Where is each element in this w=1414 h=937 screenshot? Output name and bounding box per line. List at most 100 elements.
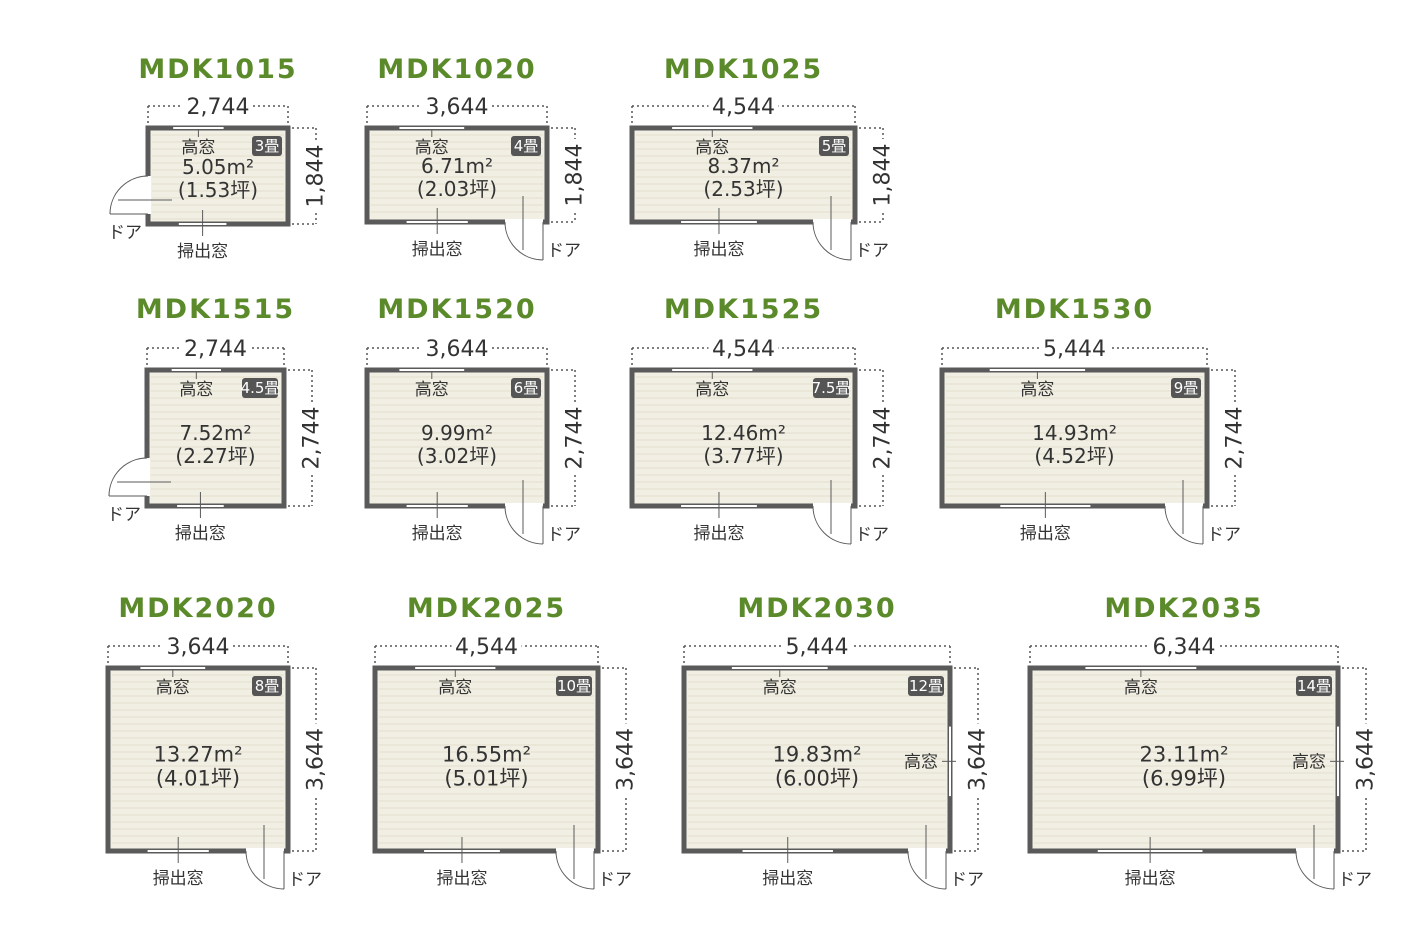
tatami-badge	[511, 378, 541, 398]
depth-dimension-label: 2,744	[563, 407, 588, 470]
sweep-window-label: 掃出窓	[436, 869, 487, 889]
sweep-window-label: 掃出窓	[693, 524, 744, 544]
tatami-badge	[556, 676, 592, 696]
side-window-label: 高窓	[1292, 752, 1326, 772]
depth-label-bg	[871, 139, 895, 211]
side-window-label: 高窓	[904, 752, 938, 772]
sweep-window-label: 掃出窓	[412, 524, 463, 544]
depth-dimension-label: 1,844	[304, 145, 329, 208]
tatami-badge	[813, 378, 849, 398]
area-m2: 9.99m²	[421, 421, 493, 445]
area-m2: 6.71m²	[421, 154, 493, 178]
model-title: MDK2035	[1104, 593, 1264, 624]
high-window-label: 高窓	[438, 678, 472, 698]
model-title: MDK1020	[377, 54, 537, 85]
depth-dimension-label: 1,844	[871, 144, 896, 207]
area-tsubo: (3.77坪)	[703, 444, 783, 468]
width-label-bg	[183, 94, 253, 118]
width-label-bg	[1039, 336, 1110, 360]
width-dimension-label: 3,644	[426, 95, 489, 120]
floor	[632, 128, 855, 222]
high-window-label: 高窓	[695, 138, 729, 158]
width-dimension-label: 4,544	[712, 337, 775, 362]
tatami-label: 5畳	[822, 137, 847, 155]
width-dimension-label: 5,444	[1043, 337, 1106, 362]
high-window-label: 高窓	[179, 380, 213, 400]
tatami-label: 4畳	[514, 137, 539, 155]
high-window-label: 高窓	[695, 380, 729, 400]
width-dimension-label: 4,544	[455, 635, 518, 660]
door-swing	[504, 221, 544, 261]
width-label-bg	[708, 336, 779, 360]
door-swing	[1295, 850, 1335, 890]
tatami-badge	[511, 136, 541, 156]
door-label: ドア	[855, 525, 889, 545]
area-tsubo: (4.52坪)	[1034, 444, 1114, 468]
depth-dimension-label: 1,844	[563, 144, 588, 207]
model-title: MDK1525	[663, 294, 824, 325]
door-swing	[1164, 505, 1204, 545]
depth-dimension-label: 3,644	[304, 728, 329, 791]
plan-mdk1525: MDK1525 高窓 7.5畳 12.46m²(3.77坪) 掃出窓 ドア 4,544 2,7…	[562, 295, 925, 566]
area-tsubo: (6.99坪)	[1142, 767, 1226, 791]
sweep-window-label: 掃出窓	[1125, 869, 1176, 889]
width-dimension-label: 6,344	[1153, 635, 1216, 660]
high-window-label: 高窓	[1124, 678, 1158, 698]
model-title: MDK1025	[663, 54, 824, 85]
door-swing	[108, 457, 148, 497]
width-dimension-label: 3,644	[167, 635, 230, 660]
door-label: ドア	[855, 241, 889, 261]
floor	[942, 370, 1207, 506]
model-title: MDK1520	[377, 294, 537, 325]
sweep-window-label: 掃出窓	[762, 869, 813, 889]
tatami-label: 7.5畳	[812, 379, 851, 397]
door-swing	[812, 221, 852, 261]
tatami-badge	[908, 676, 944, 696]
tatami-badge	[242, 378, 278, 398]
sweep-window-label: 掃出窓	[177, 242, 228, 262]
tatami-label: 12畳	[909, 677, 943, 695]
door-label: ドア	[547, 241, 581, 261]
depth-dimension-label: 3,644	[614, 728, 639, 791]
width-dimension-label: 2,744	[184, 337, 247, 362]
width-label-bg	[1149, 634, 1219, 658]
depth-dimension-label: 2,744	[1223, 407, 1248, 470]
model-title: MDK2025	[406, 593, 567, 624]
area-m2: 23.11m²	[1140, 743, 1229, 767]
width-label-bg	[451, 634, 522, 658]
depth-label-bg	[1354, 723, 1378, 796]
area-tsubo: (2.27坪)	[175, 444, 255, 468]
depth-label-bg	[563, 402, 587, 474]
area-m2: 8.37m²	[707, 154, 779, 178]
depth-label-bg	[871, 402, 895, 474]
width-dimension-label: 3,644	[426, 337, 489, 362]
high-window-label: 高窓	[415, 380, 449, 400]
depth-label-bg	[304, 140, 328, 212]
door-label: ドア	[1338, 870, 1372, 890]
model-title: MDK1515	[135, 294, 296, 325]
width-label-bg	[782, 634, 852, 658]
sweep-window-label: 掃出窓	[1020, 524, 1071, 544]
depth-dimension-label: 2,744	[300, 407, 325, 470]
width-label-bg	[163, 634, 233, 658]
sweep-window-label: 掃出窓	[412, 240, 463, 260]
area-tsubo: (4.01坪)	[156, 767, 240, 791]
door-label: ドア	[107, 505, 141, 525]
area-m2: 12.46m²	[701, 421, 786, 445]
depth-label-bg	[563, 139, 587, 211]
door-label: ドア	[1207, 525, 1241, 545]
